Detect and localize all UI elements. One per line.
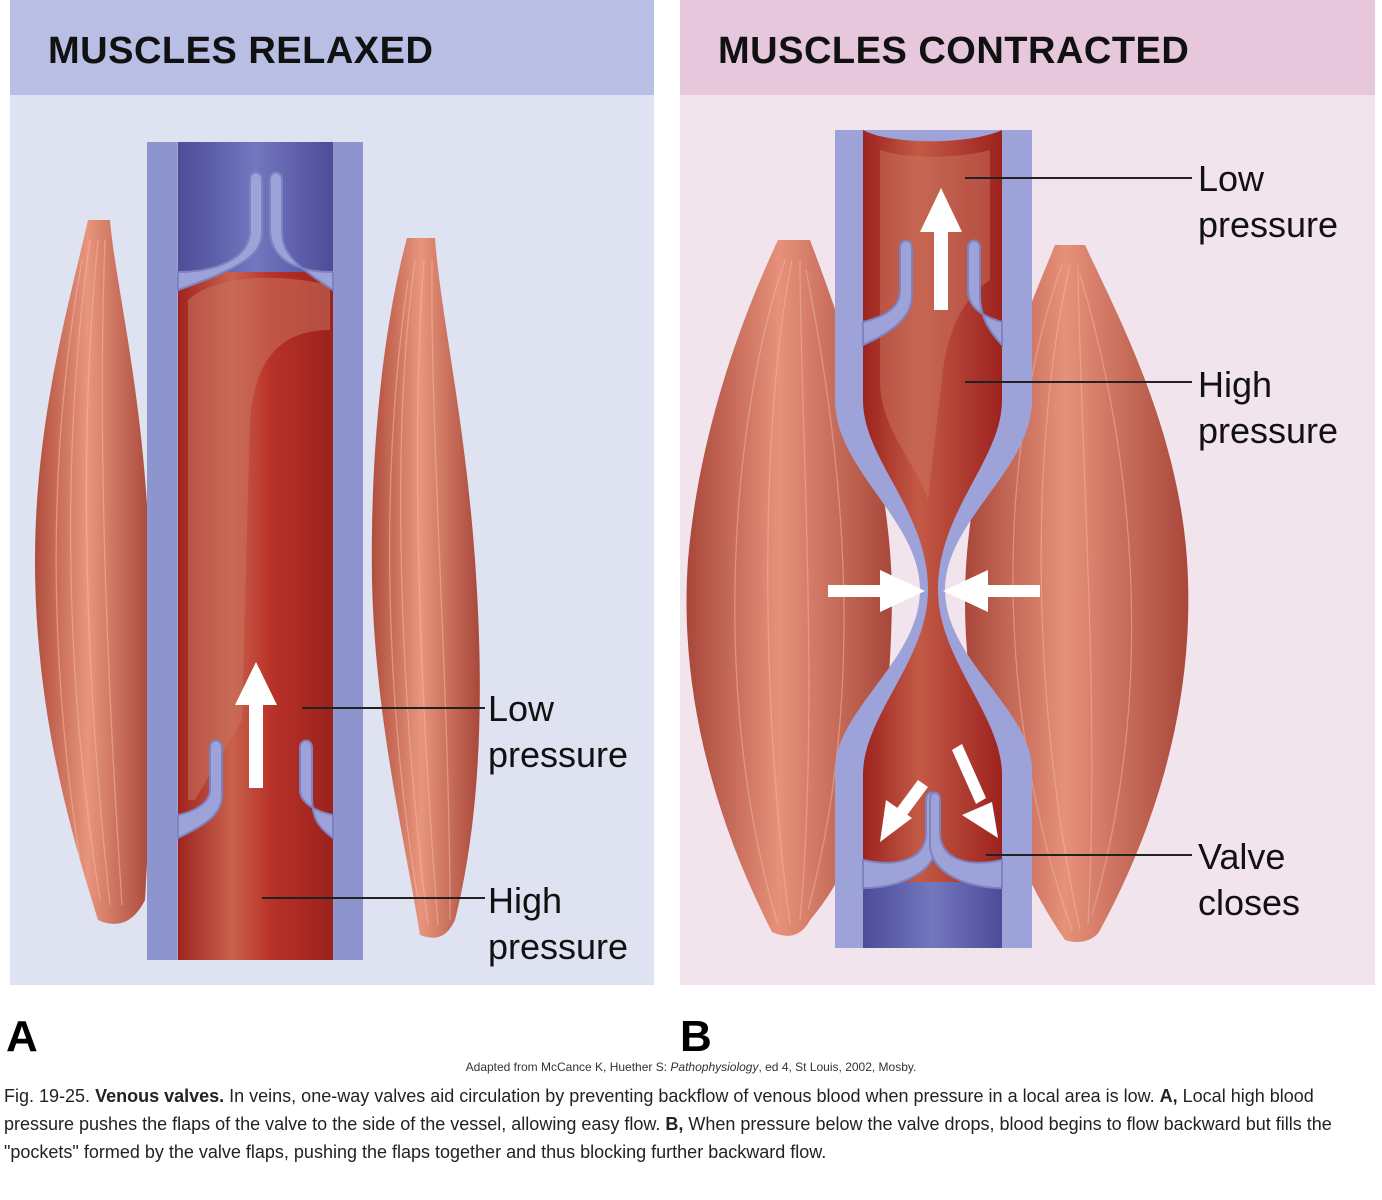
panel-b-header: MUSCLES CONTRACTED xyxy=(680,0,1375,95)
backflow-arrows xyxy=(880,744,998,842)
flow-arrow-up-contracted xyxy=(920,188,962,310)
upper-valve-contracted xyxy=(862,239,1003,348)
contracted-vein-illustration xyxy=(686,130,1192,948)
upper-valve xyxy=(177,171,334,292)
panel-a-header: MUSCLES RELAXED xyxy=(10,0,654,95)
left-muscle-fibers xyxy=(55,239,123,906)
label-high-pressure-b: High pressure xyxy=(1198,364,1339,451)
lower-valve xyxy=(177,739,334,840)
panel-muscles-contracted: MUSCLES CONTRACTED xyxy=(680,0,1375,985)
compression-arrows xyxy=(828,570,1040,612)
flow-arrow-up xyxy=(235,662,277,788)
figure-caption: Fig. 19-25. Venous valves. In veins, one… xyxy=(4,1086,1332,1162)
left-muscle-contracted-fibers xyxy=(734,259,845,926)
panel-b-title: MUSCLES CONTRACTED xyxy=(718,30,1190,72)
figure-number: Fig. 19-25. xyxy=(4,1086,91,1106)
source-credit: Adapted from McCance K, Huether S: Patho… xyxy=(465,1060,917,1074)
right-muscle-contracted-fibers xyxy=(1012,264,1133,931)
panel-muscles-relaxed: MUSCLES RELAXED xyxy=(10,0,654,985)
label-low-pressure-a: Low pressure xyxy=(488,688,629,775)
deoxygenated-blood-bottom xyxy=(863,882,1002,948)
panel-a-title: MUSCLES RELAXED xyxy=(48,30,434,72)
right-muscle xyxy=(371,238,480,938)
caption-marker-a: A, xyxy=(1159,1086,1178,1106)
credit-book-title: Pathophysiology xyxy=(670,1060,759,1074)
label-high-pressure-a: High pressure xyxy=(488,880,629,967)
left-muscle xyxy=(35,220,152,924)
panel-letter-a: A xyxy=(6,1012,38,1061)
label-valve-closes: Valve closes xyxy=(1198,836,1301,923)
lower-valve-closed xyxy=(862,791,1003,890)
caption-marker-b: B, xyxy=(665,1114,684,1134)
caption-heading: Venous valves. xyxy=(95,1086,225,1106)
label-low-pressure-b: Low pressure xyxy=(1198,158,1339,245)
relaxed-vein-illustration xyxy=(35,142,485,960)
right-muscle-fibers xyxy=(388,259,451,926)
panel-letter-b: B xyxy=(680,1012,712,1061)
